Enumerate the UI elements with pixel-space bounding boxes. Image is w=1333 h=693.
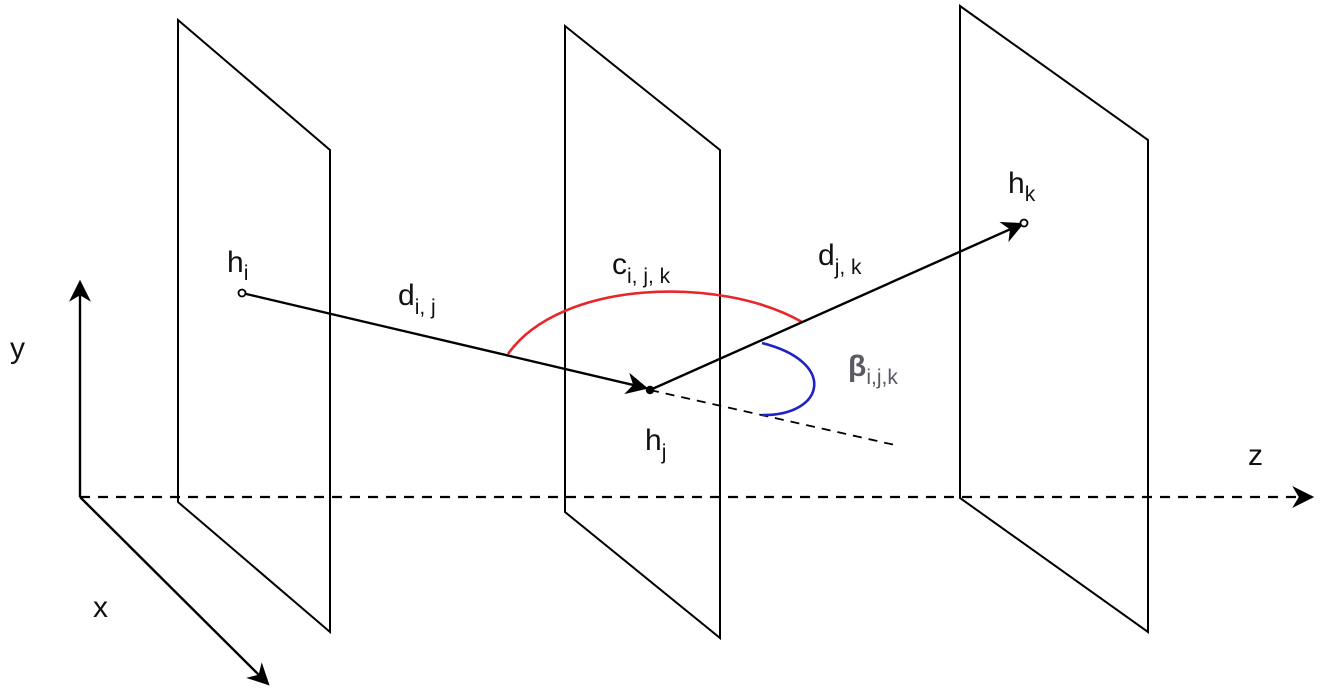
label-hi: hi — [227, 246, 248, 285]
angle-arc — [761, 341, 816, 417]
label-cijk-sub: i, j, k — [627, 265, 671, 288]
vector-dij — [241, 291, 649, 395]
label-hk: hk — [1008, 167, 1036, 206]
label-beta: βi,j,k — [848, 350, 898, 389]
label-beta-sub: i,j,k — [866, 366, 898, 389]
label-hj-base: h — [645, 424, 662, 457]
x-axis-label: x — [93, 591, 108, 624]
extension-dashed-line — [649, 389, 896, 446]
label-beta-base: β — [848, 350, 866, 383]
label-cijk: ci, j, k — [612, 248, 671, 288]
label-hk-base: h — [1008, 167, 1025, 200]
label-hk-sub: k — [1025, 183, 1036, 206]
curvature-arc — [506, 290, 803, 355]
point-hj — [645, 385, 655, 395]
point-hi — [237, 288, 247, 298]
label-djk-base: d — [818, 239, 835, 272]
vector-djk — [649, 222, 1025, 392]
plane-right — [959, 4, 1149, 634]
label-dij: di, j — [398, 279, 436, 319]
plane-left — [177, 17, 331, 635]
point-hk — [1019, 218, 1029, 228]
label-dij-base: d — [398, 279, 415, 312]
label-hi-sub: i — [244, 262, 249, 285]
label-hj-sub: j — [661, 441, 667, 464]
label-djk: dj, k — [818, 239, 862, 279]
z-axis-label: z — [1248, 439, 1263, 472]
plane-middle — [564, 23, 721, 641]
label-cijk-base: c — [612, 248, 627, 281]
x-axis-line — [79, 496, 270, 686]
label-djk-sub: j, k — [834, 256, 862, 279]
label-hi-base: h — [227, 246, 244, 279]
label-dij-sub: i, j — [415, 296, 436, 319]
y-axis-label: y — [10, 332, 25, 365]
label-hj: hj — [645, 424, 666, 464]
